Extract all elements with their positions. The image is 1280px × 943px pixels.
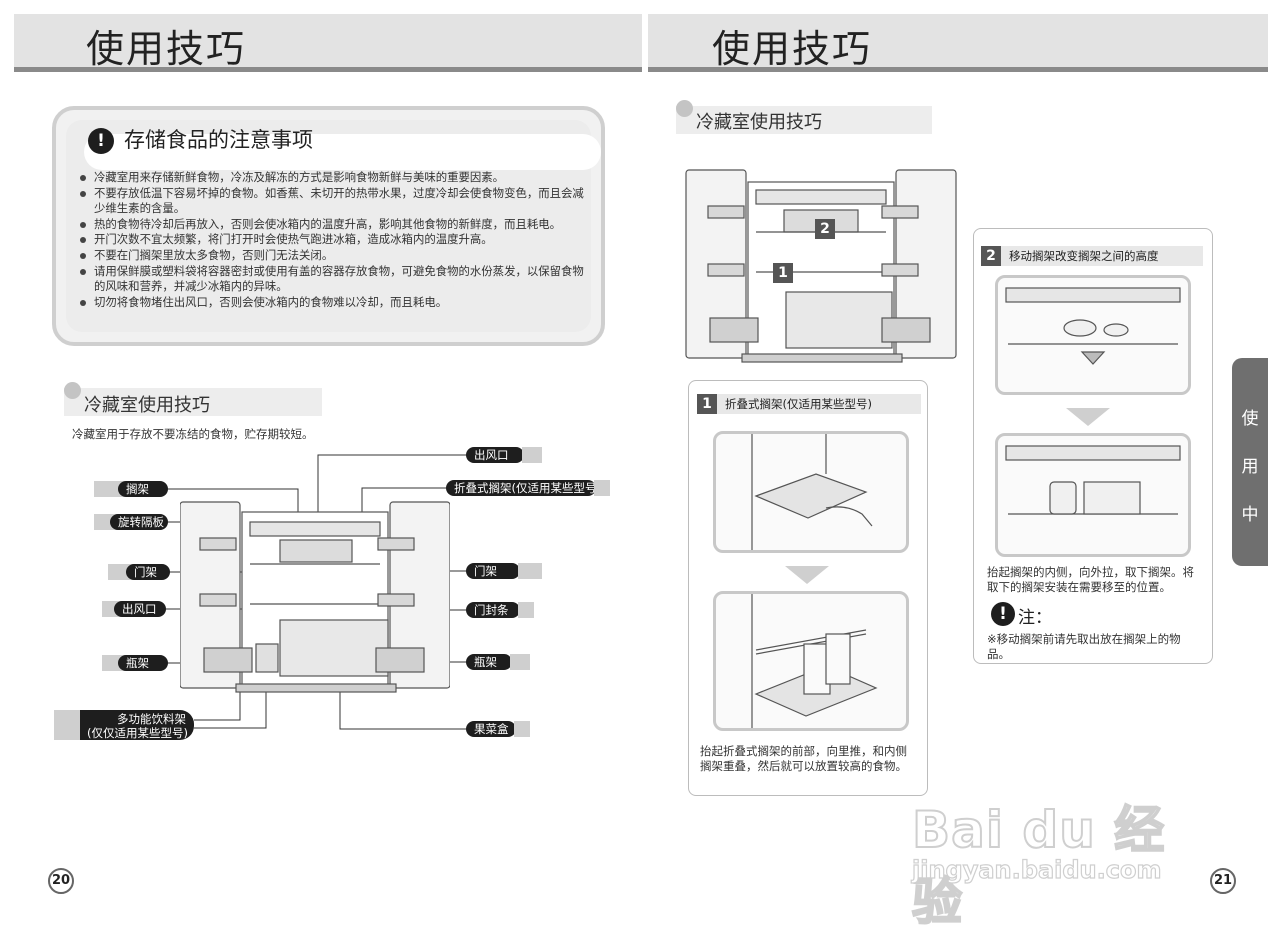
list-item: 冷藏室用来存储新鲜食物，冷冻及解冻的方式是影响食物新鲜与美味的重要因素。: [80, 170, 585, 186]
baidu-watermark: Bai du 经验 jingyan.baidu.com: [911, 800, 1166, 932]
illustration-move-shelf-2: [995, 433, 1191, 557]
label-bottle-rack-right: 瓶架: [466, 654, 512, 670]
list-item: 开门次数不宜太频繁，将门打开时会使热气跑进冰箱，造成冰箱内的温度升高。: [80, 232, 585, 248]
section-dot-icon: [64, 382, 81, 399]
label-door-rack-right: 门架: [466, 563, 520, 579]
right-section-header: [676, 106, 932, 134]
list-item: 请用保鲜膜或塑料袋将容器密封或使用有盖的容器存放食物，可避免食物的水份蒸发，以保…: [80, 264, 585, 295]
label-bottle-rack-left: 瓶架: [118, 655, 168, 671]
fridge-diagram-right: [685, 169, 957, 363]
note-label: 注：: [1018, 608, 1052, 628]
arrow-down-icon: [785, 566, 829, 584]
exclamation-icon: !: [88, 128, 114, 154]
label-door-rack-left: 门架: [126, 564, 170, 580]
list-item: 切勿将食物堵住出风口，否则会使冰箱内的食物难以冷却，而且耗电。: [80, 295, 585, 311]
notice-list: 冷藏室用来存储新鲜食物，冷冻及解冻的方式是影响食物新鲜与美味的重要因素。 不要存…: [80, 170, 585, 310]
list-item: 不要存放低温下容易坏掉的食物。如香蕉、未切开的热带水果，过度冷却会使食物变色，而…: [80, 186, 585, 217]
panel2-title: 移动搁架改变搁架之间的高度: [1009, 249, 1159, 263]
right-section-title: 冷藏室使用技巧: [696, 112, 822, 133]
illustration-folding-shelf-1: [713, 431, 909, 553]
label-air-outlet-left: 出风口: [114, 601, 166, 617]
page-number-right: 21: [1210, 868, 1236, 894]
exclamation-icon: !: [991, 602, 1015, 626]
label-folding-shelf: 折叠式搁架(仅适用某些型号): [446, 480, 601, 496]
illustration-move-shelf-1: [995, 275, 1191, 395]
left-section-title: 冷藏室使用技巧: [84, 395, 210, 416]
storage-notice-box: [52, 106, 605, 346]
label-multi-drink-rack: 多功能饮料架 (仅仅适用某些型号): [80, 710, 194, 740]
page-number-left: 20: [48, 868, 74, 894]
callout-1: 1: [773, 263, 793, 283]
illustration-folding-shelf-2: [713, 591, 909, 731]
arrow-down-icon: [1066, 408, 1110, 426]
section-description: 冷藏室用于存放不要冻结的食物，贮存期较短。: [72, 427, 314, 441]
left-header-bar: 使用技巧: [14, 14, 642, 72]
fridge-diagram-left: [180, 501, 450, 693]
label-air-outlet-top: 出风口: [466, 447, 524, 463]
note-text: ※移动搁架前请先取出放在搁架上的物品。: [987, 632, 1181, 661]
side-tab-in-use: 使 用 中: [1232, 358, 1268, 566]
left-section-header: [64, 388, 322, 416]
panel1-title: 折叠式搁架(仅适用某些型号): [725, 397, 872, 411]
label-door-seal: 门封条: [466, 602, 520, 618]
label-crisper: 果菜盒: [466, 721, 516, 737]
right-page-title: 使用技巧: [712, 27, 873, 71]
notice-title: 存储食品的注意事项: [124, 128, 313, 152]
label-rotating-partition: 旋转隔板: [110, 514, 168, 530]
right-header-bar: 使用技巧: [648, 14, 1268, 72]
list-item: 热的食物待冷却后再放入，否则会使冰箱内的温度升高，影响其他食物的新鲜度，而且耗电…: [80, 217, 585, 233]
panel1-number: 1: [697, 394, 717, 414]
panel2-text: 抬起搁架的内侧，向外拉，取下搁架。将取下的搁架安装在需要移至的位置。: [987, 565, 1194, 594]
section-dot-icon: [676, 100, 693, 117]
panel1-text: 抬起折叠式搁架的前部，向里推，和内侧搁架重叠，然后就可以放置较高的食物。: [700, 744, 907, 773]
list-item: 不要在门搁架里放太多食物，否则门无法关闭。: [80, 248, 585, 264]
panel2-number: 2: [981, 246, 1001, 266]
label-shelf: 搁架: [118, 481, 168, 497]
callout-2: 2: [815, 219, 835, 239]
left-page-title: 使用技巧: [86, 27, 247, 71]
